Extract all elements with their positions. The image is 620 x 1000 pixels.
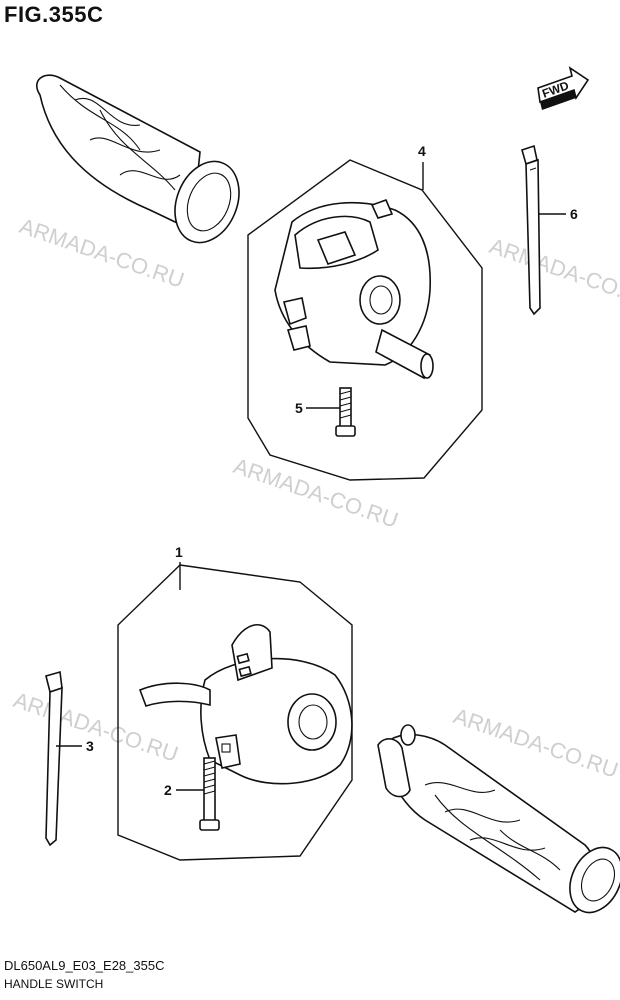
watermark: ARMADA-CO.RU [16, 213, 187, 293]
left-handle-switch-part [138, 623, 353, 785]
figure-code: DL650AL9_E03_E28_355C [4, 958, 165, 973]
assembly-outline-4 [247, 159, 483, 481]
cable-tie-part-6 [521, 144, 541, 316]
callout-1: 1 [175, 544, 183, 560]
watermark: ARMADA-CO.RU [230, 453, 401, 533]
right-handle-switch-part [274, 198, 434, 380]
right-grip-part [377, 724, 620, 914]
assembly-outline-1 [117, 564, 353, 861]
fwd-arrow-icon: FWD [537, 66, 590, 110]
callout-6: 6 [570, 206, 578, 222]
cable-tie-part-3 [45, 670, 63, 847]
figure-name: HANDLE SWITCH [4, 977, 104, 991]
callout-3: 3 [86, 738, 94, 754]
left-grip-part [36, 74, 240, 244]
screw-part-5 [335, 387, 356, 437]
callout-leaders [56, 162, 566, 791]
callout-2: 2 [164, 782, 172, 798]
callout-4: 4 [418, 143, 426, 159]
callout-5: 5 [295, 400, 303, 416]
figure-title: FIG.355C [4, 2, 104, 27]
screw-part-2 [199, 757, 220, 831]
watermark: ARMADA-CO.RU [486, 233, 620, 313]
